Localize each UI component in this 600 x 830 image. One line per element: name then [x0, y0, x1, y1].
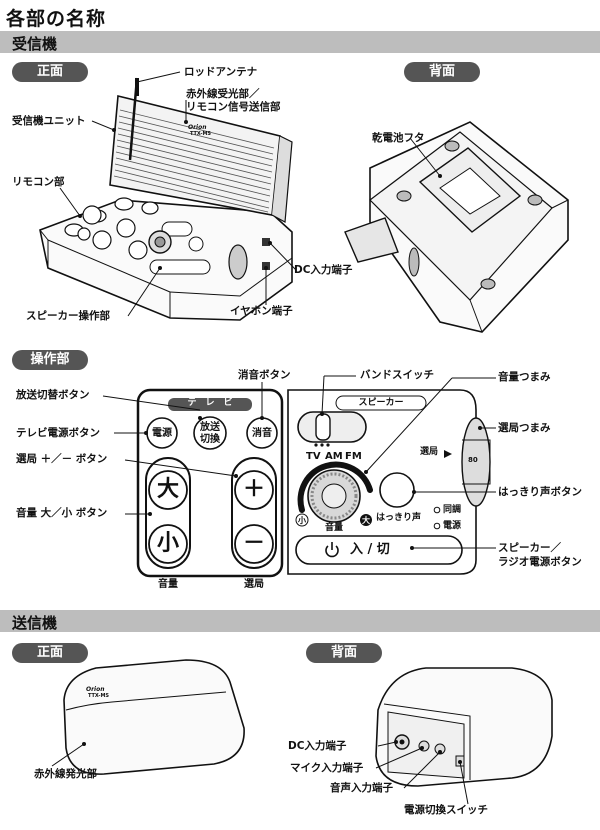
speaker-panel	[287, 389, 491, 575]
broadcast-button-label: 放送切替ボタン	[16, 389, 90, 401]
rod-antenna-label: ロッドアンテナ	[184, 66, 258, 78]
tv-power-label: テレビ電源ボタン	[16, 427, 100, 439]
band-am: AM	[325, 451, 343, 462]
broadcast-button-line1[interactable]: 放送	[200, 422, 220, 433]
battery-cover-label: 乾電池フタ	[372, 132, 425, 144]
band-fm: FM	[345, 451, 362, 462]
volume-down-button[interactable]: 小	[156, 531, 179, 556]
receiver-back-illustration	[344, 121, 569, 333]
side-tuning-knob	[228, 244, 248, 280]
mute-button[interactable]: 消音	[252, 428, 272, 439]
channel-up-button[interactable]: ＋	[242, 477, 265, 502]
earphone-label: イヤホン端子	[230, 305, 293, 317]
knob-caption: 音量	[324, 523, 343, 533]
controls-section-pill: 操作部	[12, 350, 88, 370]
speaker-grille	[113, 109, 275, 213]
ir-emitter-label: 赤外線発光部	[34, 768, 97, 780]
speaker-header: スピーカー	[358, 398, 404, 408]
ir-emitter-leader	[51, 743, 85, 767]
tv-remote-panel	[136, 388, 284, 578]
transmitter-dc-input-label: DC入力端子	[288, 740, 347, 752]
power-button[interactable]: 電源	[152, 428, 172, 439]
volume-caption: 音量	[158, 579, 178, 590]
page-title: 各部の名称	[6, 8, 107, 30]
ir-receiver-label-line2: リモコン信号送信部	[186, 101, 281, 113]
receiver-speaker-ops	[148, 221, 211, 275]
dc-input-label: DC入力端子	[294, 264, 353, 276]
controls-leaders	[102, 375, 496, 550]
dial-80-mark: 80	[468, 456, 478, 464]
receiver-section-bar: 受信機	[0, 31, 600, 53]
broadcast-button-line2[interactable]: 切換	[200, 434, 220, 445]
tuning-side-mark: 選局	[420, 447, 439, 457]
band-tv: TV	[306, 451, 321, 462]
receiver-section-title: 受信機	[12, 35, 58, 53]
power-indicator: 電源	[443, 521, 462, 531]
battery-cover-leader	[409, 137, 441, 177]
transmitter-section-title: 送信機	[12, 614, 58, 632]
tuning-knob-label: 選局つまみ	[498, 422, 551, 434]
transmitter-front-illustration	[63, 659, 245, 775]
mic-input-label: マイク入力端子	[290, 762, 364, 774]
clear-voice-caption: はっきり声	[376, 513, 422, 523]
speaker-ops-label: スピーカー操作部	[26, 310, 110, 322]
dc-jack	[262, 238, 270, 246]
channel-caption: 選局	[244, 579, 264, 590]
tuning-indicator: 同調	[443, 505, 462, 515]
transmitter-brand-front: Orion	[86, 686, 105, 693]
receiver-unit-label: 受信機ユニット	[12, 115, 86, 127]
receiver-front-leaders	[59, 71, 297, 317]
transmitter-power-switch-label: 電源切換スイッチ	[404, 804, 488, 816]
transmitter-model-front: TTX-MS	[88, 693, 110, 699]
receiver-brand: Orion	[188, 124, 207, 131]
speaker-radio-power-label-line1: スピーカー／	[498, 542, 561, 554]
receiver-remote-part	[64, 197, 159, 260]
knob-big-mark: 大	[362, 516, 370, 525]
channel-down-button[interactable]: －	[242, 531, 265, 556]
channel-buttons-label: 選局 ＋／－ ボタン	[16, 453, 108, 465]
clear-voice-button-label: はっきり声ボタン	[498, 486, 582, 498]
volume-knob-label: 音量つまみ	[498, 371, 551, 383]
audio-input-label: 音声入力端子	[330, 782, 393, 794]
power-switch-button[interactable]: 入 / 切	[350, 542, 390, 557]
ir-receiver-label-line1: 赤外線受光部／	[186, 88, 260, 100]
receiver-front-pill: 正面	[12, 62, 88, 82]
transmitter-section-bar: 送信機	[0, 610, 600, 632]
volume-buttons-label: 音量 大／小 ボタン	[16, 507, 108, 519]
tv-header: テ レ ビ	[187, 398, 233, 408]
transmitter-back-pill: 背面	[306, 643, 382, 663]
speaker-radio-power-label-line2: ラジオ電源ボタン	[498, 556, 582, 568]
receiver-back-pill: 背面	[404, 62, 480, 82]
transmitter-back-leaders	[375, 740, 469, 805]
receiver-model: TTX-MS	[190, 131, 212, 137]
mute-button-label: 消音ボタン	[238, 369, 291, 381]
transmitter-back-illustration	[375, 667, 553, 787]
volume-up-button[interactable]: 大	[156, 477, 179, 502]
remote-part-label: リモコン部	[12, 176, 65, 188]
knob-small-mark: 小	[298, 516, 306, 525]
band-switch-label: バンドスイッチ	[360, 369, 435, 381]
receiver-front-illustration	[39, 77, 293, 321]
transmitter-front-pill: 正面	[12, 643, 88, 663]
